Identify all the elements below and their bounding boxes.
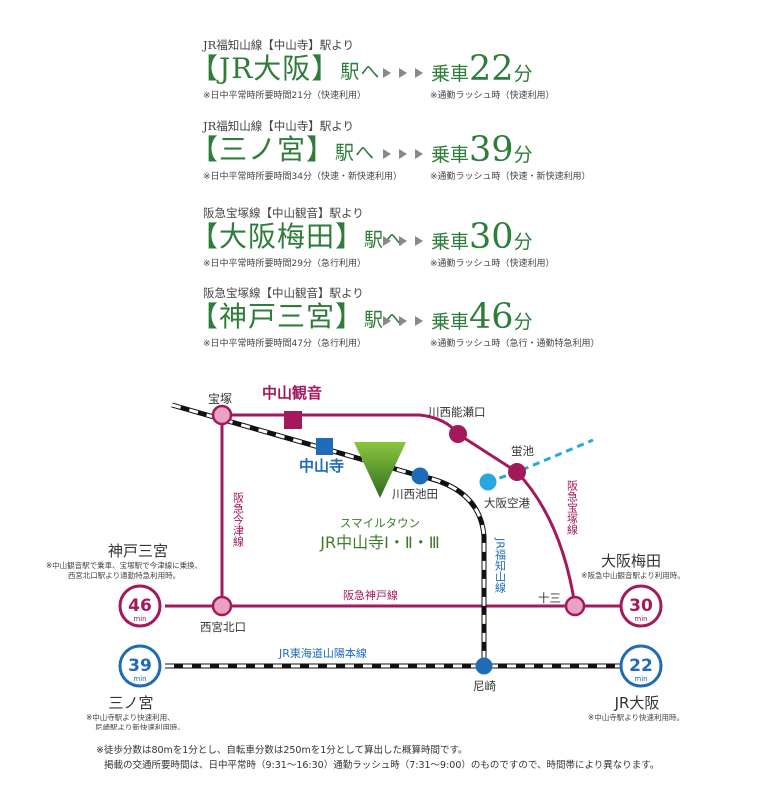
route-note-daytime: ※日中平常時所要時間21分（快速利用） — [203, 91, 366, 101]
route-note-daytime: ※日中平常時所要時間34分（快速・新快速利用） — [203, 172, 402, 182]
property-label-1: スマイルタウン — [340, 516, 420, 530]
dest-name: 大阪梅田 — [601, 552, 661, 570]
dest-minutes: 22 — [629, 656, 653, 676]
arrow-icon — [383, 236, 423, 246]
route-note-rush: ※通勤ラッシュ時（快速・新快速利用） — [430, 172, 591, 182]
dest-osaka-umeda: 大阪梅田 ※阪急中山観音駅より利用時。 30 min — [581, 552, 685, 628]
label-nakayama-kannon: 中山観音 — [262, 384, 322, 402]
route-destination: 【神戸三宮】駅へ — [190, 300, 403, 333]
dest-unit: min — [634, 615, 647, 623]
route-destination: 【JR大阪】駅へ — [190, 52, 381, 85]
label-fukuchiyama-line: JR福知山線 — [494, 537, 507, 593]
label-kobe-line: 阪急神戸線 — [343, 588, 398, 602]
route-jr-osaka: JR福知山線【中山寺】駅より 【JR大阪】駅へ ※日中平常時所要時間21分（快速… — [0, 37, 767, 127]
route-ride-time: 乗車39分 — [431, 130, 533, 170]
station-nakayama-kannon-node — [284, 411, 302, 429]
station-nakayamadera-node — [316, 438, 333, 455]
property-marker — [354, 442, 406, 498]
route-note-daytime: ※日中平常時所要時間29分（急行利用） — [203, 259, 366, 269]
route-kobe-sannomiya: 阪急宝塚線【中山観音】駅より 【神戸三宮】駅へ ※日中平常時所要時間47分（急行… — [0, 285, 767, 375]
dest-minutes: 30 — [629, 596, 653, 616]
route-note-daytime: ※日中平常時所要時間47分（急行利用） — [203, 339, 366, 349]
dest-note: 尼崎駅より新快速利用時。 — [95, 722, 185, 730]
label-sanyo-line: JR東海道山陽本線 — [278, 646, 367, 660]
station-osaka-airport-node — [479, 473, 497, 491]
footnote-1: ※徒歩分数は80mを1分とし、自転車分数は250mを1分として算出した概算時間で… — [96, 745, 468, 756]
station-nishinomiya-node — [211, 595, 233, 617]
station-kawanishi-noseguchi-node — [449, 425, 467, 443]
route-destination: 【三ノ宮】駅へ — [190, 133, 376, 166]
dest-unit: min — [634, 675, 647, 683]
label-osaka-airport: 大阪空港 — [484, 496, 530, 510]
label-kawanishi-ikeda: 川西池田 — [392, 487, 438, 501]
dest-note: ※阪急中山観音駅より利用時。 — [581, 570, 685, 580]
dest-note: ※中山寺駅より快速利用、 — [86, 712, 175, 722]
dest-unit: min — [133, 615, 146, 623]
label-nishinomiya-kitaguchi: 西宮北口 — [200, 620, 246, 634]
dest-kobe-sannomiya: 神戸三宮 ※中山観音駅で乗車、宝塚駅で今津線に乗換、 西宮北口駅より通勤特急利用… — [46, 542, 202, 628]
dest-name: 三ノ宮 — [108, 694, 153, 712]
dest-sannomiya: 39 min 三ノ宮 ※中山寺駅より快速利用、 尼崎駅より新快速利用時。 — [86, 644, 185, 730]
label-takarazuka-line: 阪急宝塚線 — [566, 479, 579, 535]
monorail-line — [487, 438, 594, 484]
dest-note: ※中山寺駅より快速利用時。 — [588, 712, 684, 722]
route-ride-time: 乗車22分 — [431, 49, 533, 89]
station-amagasaki-node — [475, 657, 493, 675]
route-sannomiya: JR福知山線【中山寺】駅より 【三ノ宮】駅へ ※日中平常時所要時間34分（快速・… — [0, 118, 767, 208]
route-destination: 【大阪梅田】駅へ — [190, 220, 403, 253]
route-line-label: JR福知山線【中山寺】駅より — [203, 119, 355, 133]
label-hotarugaike: 蛍池 — [511, 444, 534, 458]
label-imazu-line: 阪急今津線 — [232, 491, 245, 547]
label-kawanishi-noseguchi: 川西能瀬口 — [428, 405, 486, 419]
route-line-label: 阪急宝塚線【中山観音】駅より — [203, 286, 364, 300]
route-ride-time: 乗車46分 — [431, 297, 533, 337]
dest-note: 西宮北口駅より通勤特急利用時。 — [68, 570, 180, 580]
station-takarazuka-node — [211, 404, 233, 426]
route-note-rush: ※通勤ラッシュ時（快速利用） — [430, 91, 555, 101]
dest-note: ※中山観音駅で乗車、宝塚駅で今津線に乗換、 — [46, 560, 202, 570]
arrow-icon — [383, 68, 423, 78]
route-osaka-umeda: 阪急宝塚線【中山観音】駅より 【大阪梅田】駅へ ※日中平常時所要時間29分（急行… — [0, 205, 767, 295]
route-line-label: 阪急宝塚線【中山観音】駅より — [203, 206, 364, 220]
route-note-rush: ※通勤ラッシュ時（急行・通勤特急利用） — [430, 339, 600, 349]
dest-minutes: 39 — [128, 656, 152, 676]
dest-unit: min — [133, 675, 146, 683]
dest-jr-osaka: 22 min JR大阪 ※中山寺駅より快速利用時。 — [588, 644, 684, 722]
arrow-icon — [383, 149, 423, 159]
route-map: 宝塚 中山観音 川西能瀬口 蛍池 中山寺 川西池田 大阪空港 十三 西宮北口 尼… — [46, 384, 685, 730]
label-juso: 十三 — [538, 591, 561, 605]
route-line-label: JR福知山線【中山寺】駅より — [203, 38, 355, 52]
label-takarazuka: 宝塚 — [208, 392, 232, 406]
label-amagasaki: 尼崎 — [473, 679, 496, 693]
label-nakayamadera: 中山寺 — [299, 457, 344, 475]
route-ride-time: 乗車30分 — [431, 217, 533, 257]
dest-name: JR大阪 — [614, 694, 660, 712]
property-label-2: JR中山寺Ⅰ・Ⅱ・Ⅲ — [319, 533, 439, 552]
station-hotarugaike-node — [508, 463, 526, 481]
station-juso-node — [564, 595, 586, 617]
station-kawanishi-ikeda-node — [411, 467, 429, 485]
footnote-2: 掲載の交通所要時間は、日中平常時（9:31〜16:30）通勤ラッシュ時（7:31… — [104, 760, 660, 771]
route-note-rush: ※通勤ラッシュ時（快速利用） — [430, 259, 555, 269]
arrow-icon — [383, 316, 423, 326]
dest-minutes: 46 — [128, 596, 152, 616]
dest-name: 神戸三宮 — [108, 542, 168, 560]
